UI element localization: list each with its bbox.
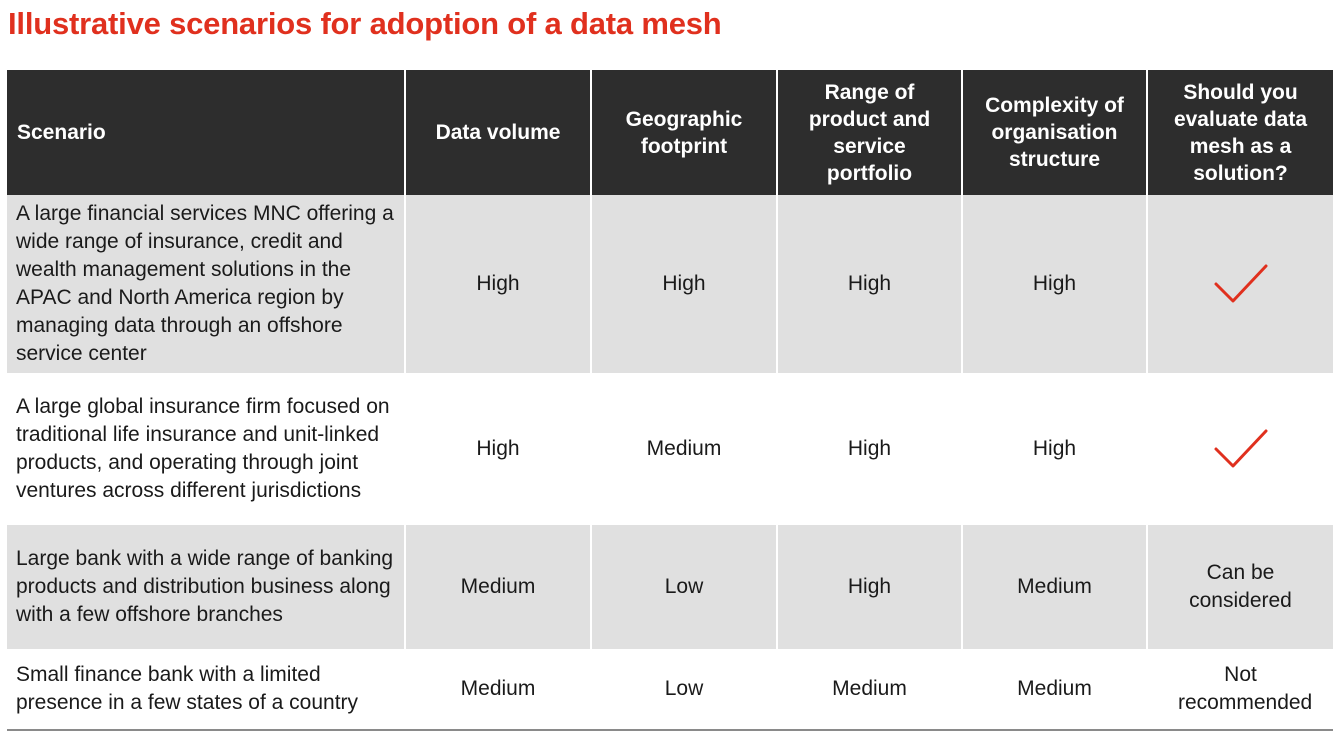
header-complexity: Complexity of organisation structure: [961, 70, 1147, 195]
table-header-row: Scenario Data volume Geographic footprin…: [7, 70, 1333, 195]
cell-scenario: A large financial services MNC offering …: [7, 195, 405, 373]
red-checkmark-icon: [1214, 264, 1267, 303]
cell-complexity: High: [961, 373, 1147, 525]
header-scenario: Scenario: [7, 70, 405, 195]
table-row: Large bank with a wide range of banking …: [7, 525, 1333, 649]
table-row: A large global insurance firm focused on…: [7, 373, 1333, 525]
cell-geographic-footprint: Low: [590, 649, 777, 731]
cell-range-of-portfolio: High: [776, 195, 962, 373]
cell-complexity: High: [961, 195, 1147, 373]
header-range-of-portfolio: Range of product and service portfolio: [776, 70, 962, 195]
cell-data-volume: High: [404, 195, 591, 373]
page-title: Illustrative scenarios for adoption of a…: [8, 6, 722, 41]
cell-complexity: Medium: [961, 525, 1147, 649]
cell-evaluate: Not recommended: [1146, 649, 1333, 731]
scenarios-table: Scenario Data volume Geographic footprin…: [7, 70, 1333, 731]
cell-range-of-portfolio: Medium: [776, 649, 962, 731]
cell-data-volume: High: [404, 373, 591, 525]
cell-range-of-portfolio: High: [776, 373, 962, 525]
cell-scenario: Large bank with a wide range of banking …: [7, 525, 405, 649]
table-row: Small finance bank with a limited presen…: [7, 649, 1333, 731]
cell-data-volume: Medium: [404, 649, 591, 731]
cell-data-volume: Medium: [404, 525, 591, 649]
cell-range-of-portfolio: High: [776, 525, 962, 649]
cell-scenario: A large global insurance firm focused on…: [7, 373, 405, 525]
cell-geographic-footprint: Medium: [590, 373, 777, 525]
header-data-volume: Data volume: [404, 70, 591, 195]
cell-scenario: Small finance bank with a limited presen…: [7, 649, 405, 731]
cell-evaluate: [1146, 373, 1333, 525]
red-checkmark-icon: [1214, 429, 1267, 468]
cell-evaluate: Can be considered: [1146, 525, 1333, 649]
table-row: A large financial services MNC offering …: [7, 195, 1333, 373]
cell-evaluate: [1146, 195, 1333, 373]
header-geographic-footprint: Geographic footprint: [590, 70, 777, 195]
cell-complexity: Medium: [961, 649, 1147, 731]
cell-geographic-footprint: Low: [590, 525, 777, 649]
cell-geographic-footprint: High: [590, 195, 777, 373]
header-evaluate: Should you evaluate data mesh as a solut…: [1146, 70, 1333, 195]
